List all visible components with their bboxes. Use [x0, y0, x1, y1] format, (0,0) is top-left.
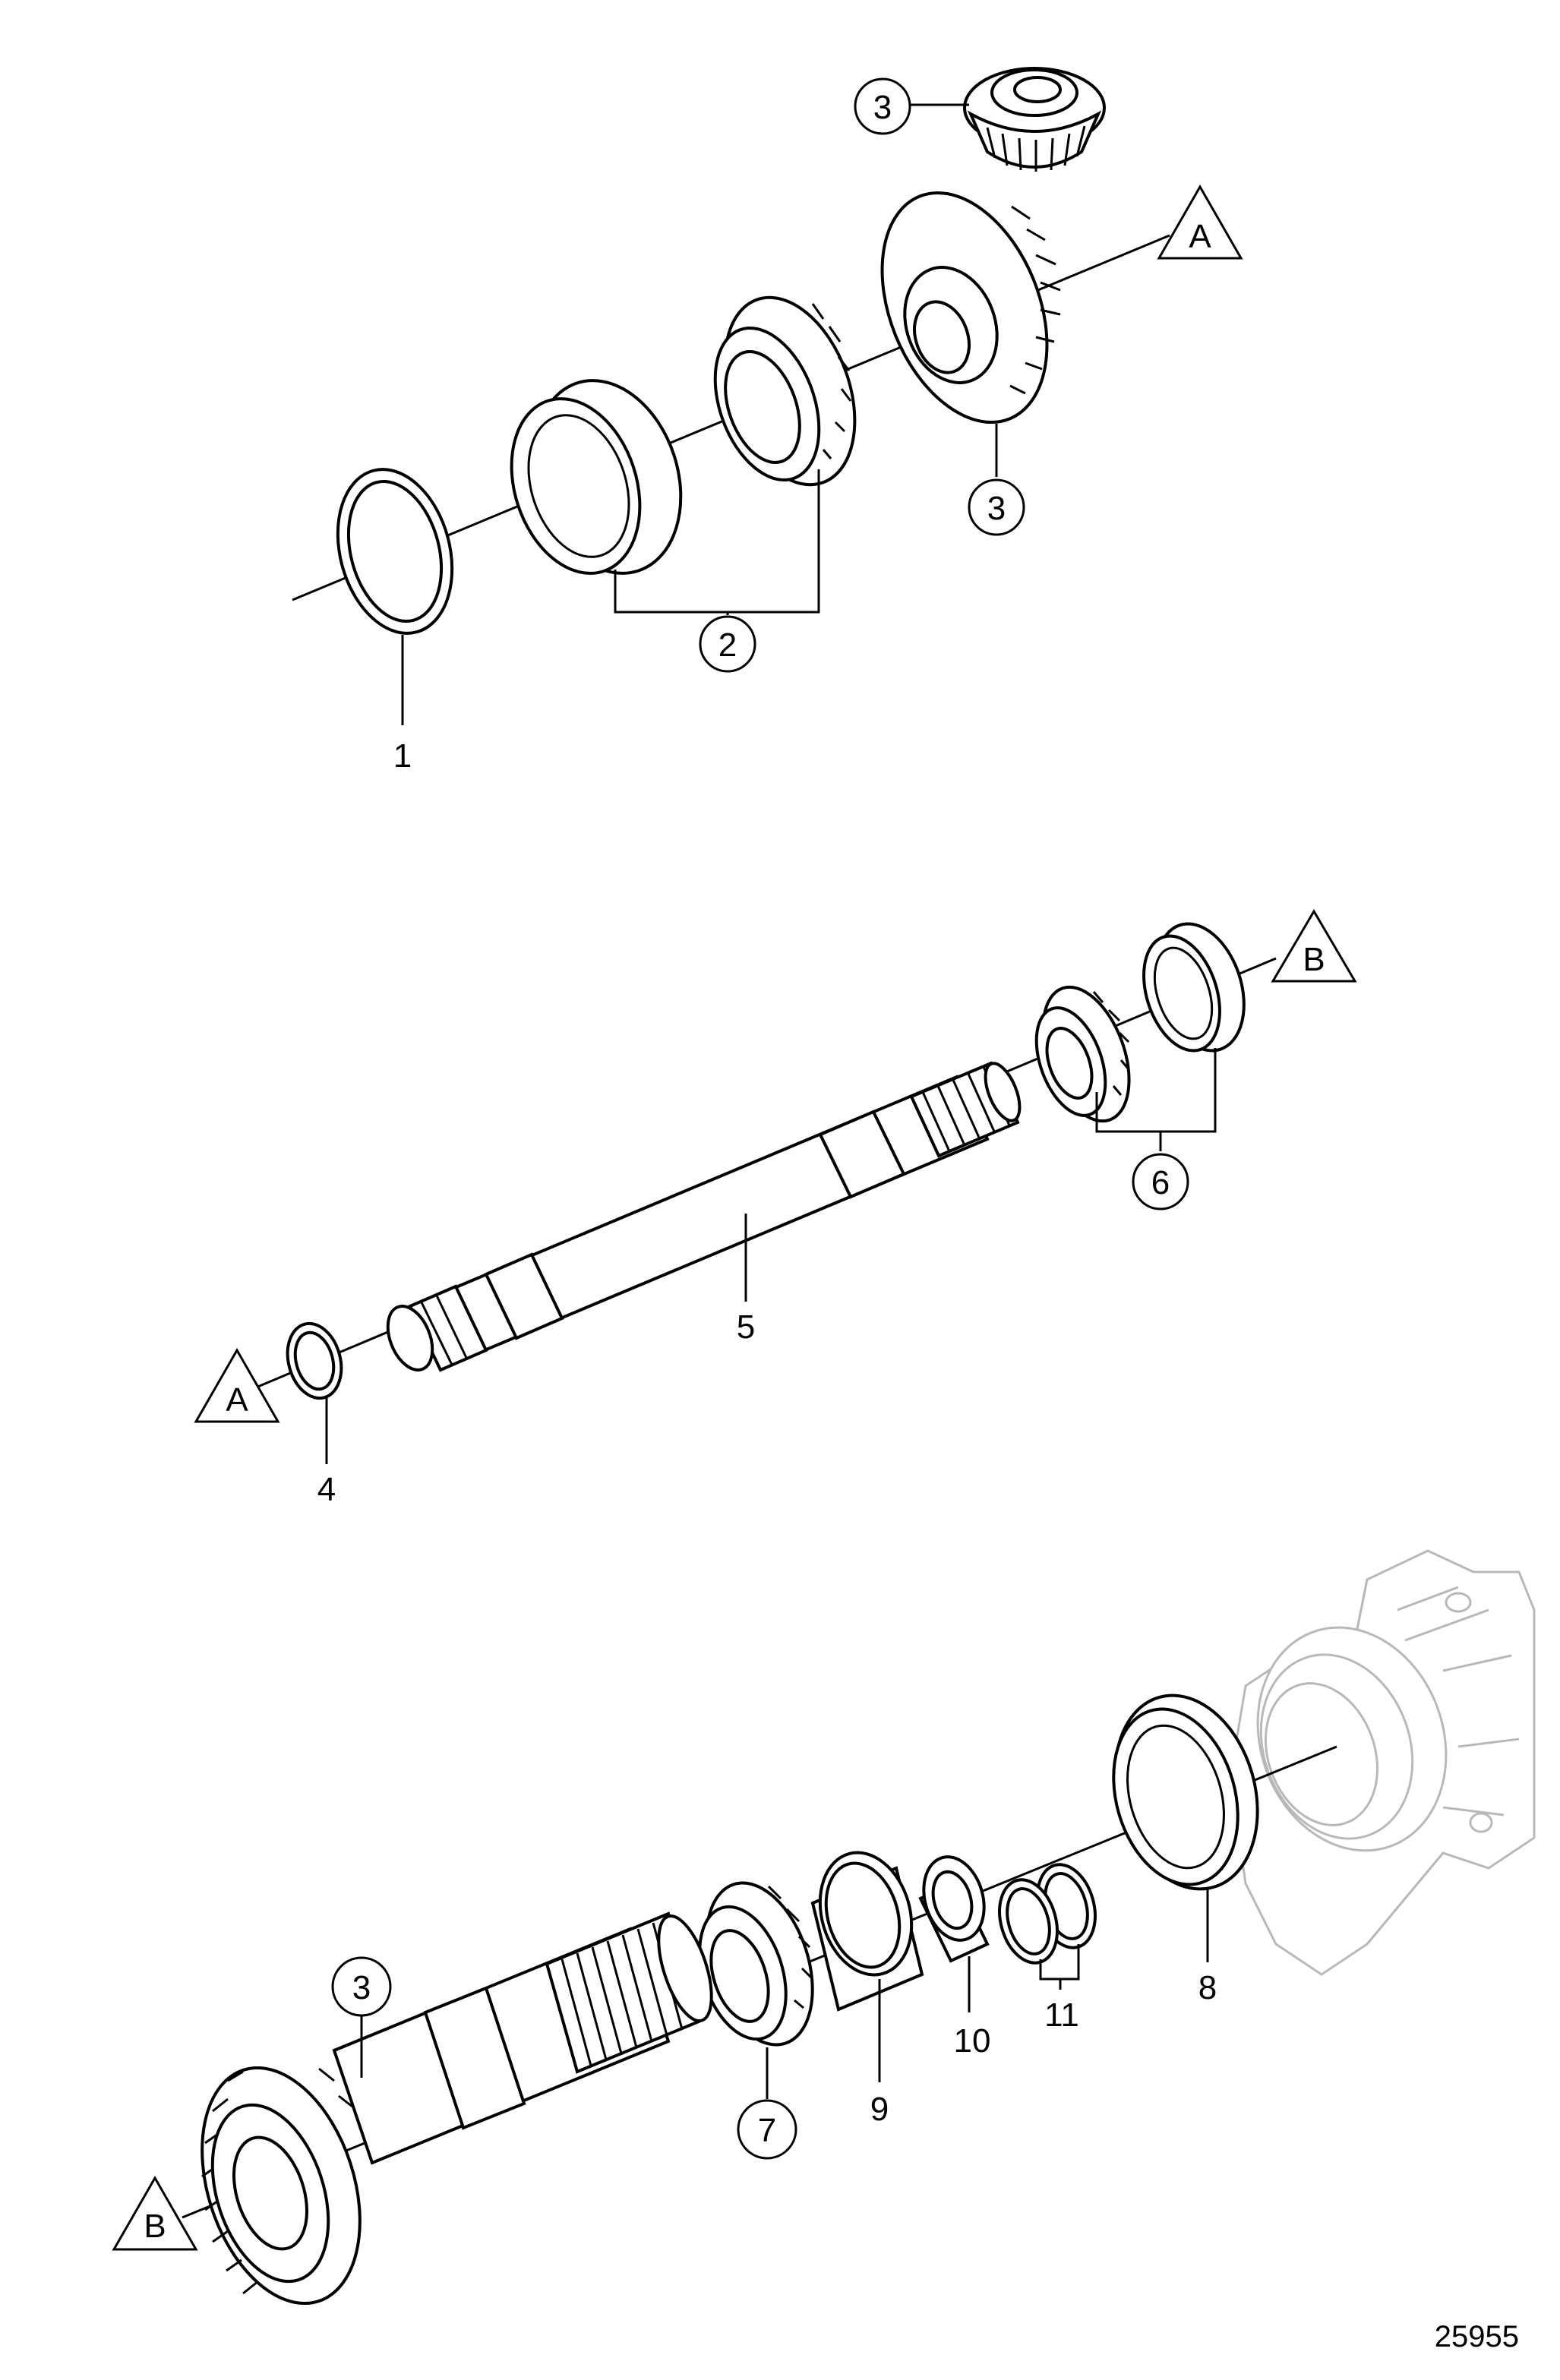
- callout-7: 7: [737, 2099, 797, 2160]
- pinion-bearing-cup: [1142, 922, 1246, 1053]
- drive-shaft-group: [250, 922, 1277, 1464]
- svg-text:A: A: [226, 1381, 248, 1419]
- bevel-pinion-top: [963, 67, 1106, 172]
- pinion-bevel-gear: [201, 2066, 362, 2306]
- callout-11: 11: [1044, 1996, 1079, 2034]
- callout-1: 1: [393, 737, 412, 775]
- drive-shaft: [386, 1061, 1022, 1372]
- svg-text:A: A: [1189, 218, 1211, 255]
- callout-6: 6: [1132, 1153, 1189, 1211]
- shaft-washer: [286, 1321, 343, 1400]
- retaining-ring-pair: [998, 1863, 1097, 1965]
- callout-3-gear: 3: [968, 478, 1025, 536]
- tapered-roller-bearing: [713, 295, 857, 487]
- pinion-shaft-group: [182, 1549, 1536, 2306]
- pinion-bearing-cone: [1034, 985, 1131, 1123]
- callout-8: 8: [1198, 1969, 1217, 2006]
- svg-text:7: 7: [758, 2112, 776, 2149]
- upper-gear-group: [292, 67, 1170, 725]
- callout-5: 5: [737, 1308, 755, 1346]
- figure-number: 25955: [1435, 2320, 1519, 2353]
- callout-2: 2: [699, 615, 756, 673]
- svg-text:2: 2: [718, 627, 737, 664]
- svg-text:B: B: [144, 2208, 166, 2245]
- svg-text:6: 6: [1151, 1164, 1170, 1201]
- marker-a-middle: A: [194, 1347, 280, 1423]
- callout-3-bottom: 3: [331, 1956, 392, 2017]
- svg-text:3: 3: [352, 1969, 371, 2006]
- marker-a-top: A: [1157, 184, 1243, 260]
- bevel-gear-with-hub: [880, 191, 1061, 425]
- svg-text:3: 3: [987, 490, 1006, 527]
- callout-9: 9: [870, 2091, 889, 2128]
- svg-text:B: B: [1303, 941, 1325, 978]
- outer-bearing-cup: [1112, 1693, 1259, 1891]
- spacer-sleeve: [810, 1851, 924, 2012]
- marker-b-middle: B: [1271, 909, 1357, 983]
- svg-text:3: 3: [873, 89, 892, 126]
- callout-4: 4: [317, 1471, 336, 1508]
- needle-bearing: [918, 1855, 990, 1963]
- marker-b-bottom: B: [112, 2175, 198, 2251]
- shim-ring: [336, 468, 454, 635]
- callout-3-top: 3: [854, 77, 911, 135]
- callout-10: 10: [954, 2022, 991, 2060]
- housing-ghost: [1229, 1549, 1536, 1976]
- pinion-inner-bearing-cone: [698, 1881, 814, 2047]
- bearing-cup: [510, 379, 683, 575]
- pinion-shaft: [332, 1911, 713, 2165]
